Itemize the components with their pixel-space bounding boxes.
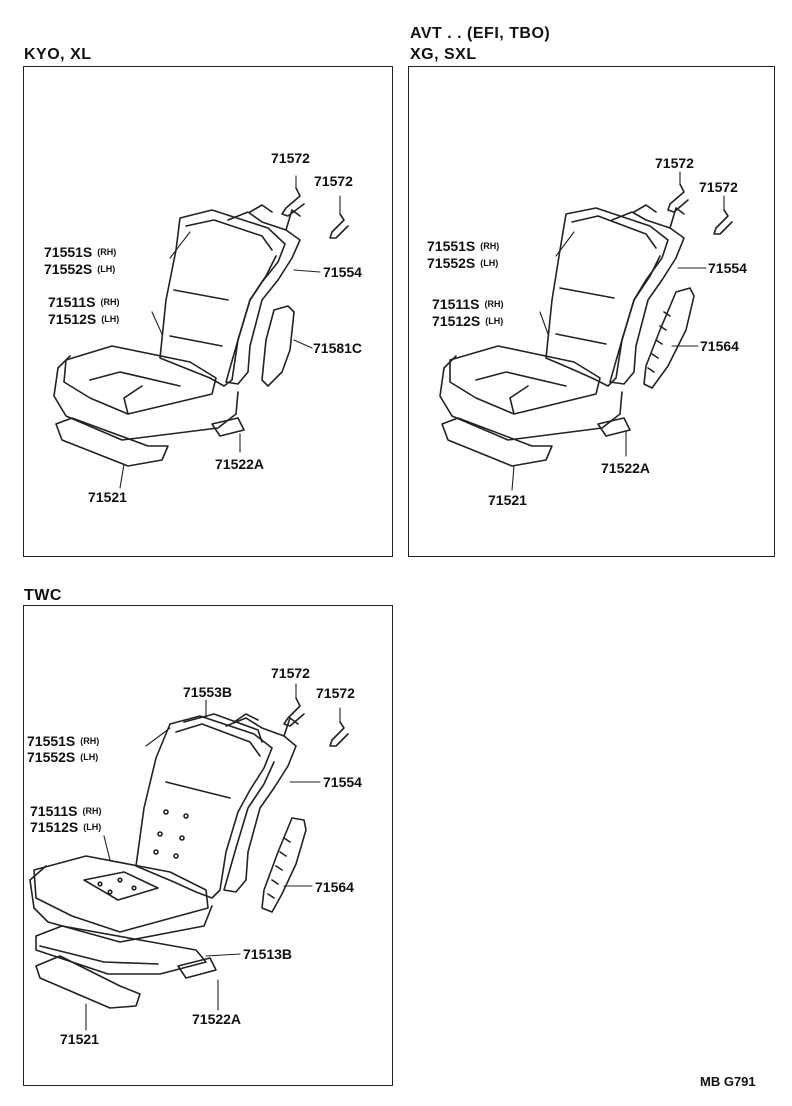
p2-side-rh: (RH) (480, 241, 500, 251)
p2-side-rh: (RH) (484, 299, 504, 309)
panel2-leader-lines (511, 171, 725, 491)
p2-side-lh: (LH) (480, 258, 499, 268)
panel2-title-line1: AVT . . (EFI, TBO) (410, 25, 551, 42)
p1-side-rh: (RH) (100, 297, 120, 307)
p1-part-number: 71552S (44, 261, 93, 277)
figure-code: MB G791 (700, 1074, 756, 1089)
p3-part-71512s: 71512S (LH) (30, 819, 101, 835)
p1-part-71552s: 71552S (LH) (44, 261, 115, 277)
panel3-seat-drawing (29, 697, 349, 1009)
p3-part-71521: 71521 (60, 1031, 99, 1047)
p3-part-71572-b: 71572 (316, 685, 355, 701)
p2-part-71564: 71564 (700, 338, 739, 354)
panel2-seat-drawing (439, 183, 733, 467)
p3-side-lh: (LH) (80, 752, 99, 762)
p1-part-number: 71551S (44, 244, 93, 260)
p2-part-71551s: 71551S (RH) (427, 238, 499, 254)
p3-part-71552s: 71552S (LH) (27, 749, 98, 765)
p2-side-lh: (LH) (485, 316, 504, 326)
p3-part-71564: 71564 (315, 879, 354, 895)
p2-part-number: 71511S (432, 296, 480, 312)
p3-part-number: 71511S (30, 803, 78, 819)
p3-part-71553b: 71553B (183, 684, 233, 700)
p3-part-number: 71551S (27, 733, 76, 749)
p1-part-71511s: 71511S (RH) (48, 294, 120, 310)
p2-part-71572-b: 71572 (699, 179, 738, 195)
p3-part-71513b: 71513B (243, 946, 293, 962)
panel1-leader-lines (119, 175, 341, 489)
p1-side-lh: (LH) (97, 264, 116, 274)
p3-part-71551s: 71551S (RH) (27, 733, 99, 749)
p2-part-number: 71551S (427, 238, 476, 254)
p1-part-71554: 71554 (323, 264, 362, 280)
p3-side-rh: (RH) (80, 736, 100, 746)
p2-part-71554: 71554 (708, 260, 747, 276)
p3-part-number: 71512S (30, 819, 79, 835)
panel-kyo-xl (23, 66, 393, 557)
p2-part-number: 71512S (432, 313, 481, 329)
p3-part-number: 71552S (27, 749, 76, 765)
p1-part-71522a: 71522A (215, 456, 265, 472)
p1-side-lh: (LH) (101, 314, 120, 324)
p2-part-71572-a: 71572 (655, 155, 694, 171)
p1-part-number: 71511S (48, 294, 96, 310)
p2-part-71511s: 71511S (RH) (432, 296, 504, 312)
p3-part-71554: 71554 (323, 774, 362, 790)
panel3-leader-lines (85, 683, 341, 1031)
p1-part-71512s: 71512S (LH) (48, 311, 119, 327)
p3-part-71522a: 71522A (192, 1011, 242, 1027)
p1-side-rh: (RH) (97, 247, 117, 257)
panel1-seat-drawing (53, 187, 349, 467)
p1-part-71572-b: 71572 (314, 173, 353, 189)
p2-part-71521: 71521 (488, 492, 527, 508)
p2-part-71512s: 71512S (LH) (432, 313, 503, 329)
p1-part-71521: 71521 (88, 489, 127, 505)
panel-twc (23, 605, 393, 1086)
panel1-title: KYO, XL (24, 46, 92, 63)
p2-part-number: 71552S (427, 255, 476, 271)
p3-side-rh: (RH) (82, 806, 102, 816)
p1-part-71581c: 71581C (313, 340, 363, 356)
p3-part-71511s: 71511S (RH) (30, 803, 102, 819)
p1-part-71572-a: 71572 (271, 150, 310, 166)
p2-part-71552s: 71552S (LH) (427, 255, 498, 271)
panel3-title: TWC (24, 587, 62, 604)
panel2-title-line2: XG, SXL (410, 46, 477, 63)
p2-part-71522a: 71522A (601, 460, 651, 476)
panel-avt-xg-sxl (408, 66, 775, 557)
p1-part-71551s: 71551S (RH) (44, 244, 116, 260)
p3-side-lh: (LH) (83, 822, 102, 832)
p3-part-71572-a: 71572 (271, 665, 310, 681)
p1-part-number: 71512S (48, 311, 97, 327)
